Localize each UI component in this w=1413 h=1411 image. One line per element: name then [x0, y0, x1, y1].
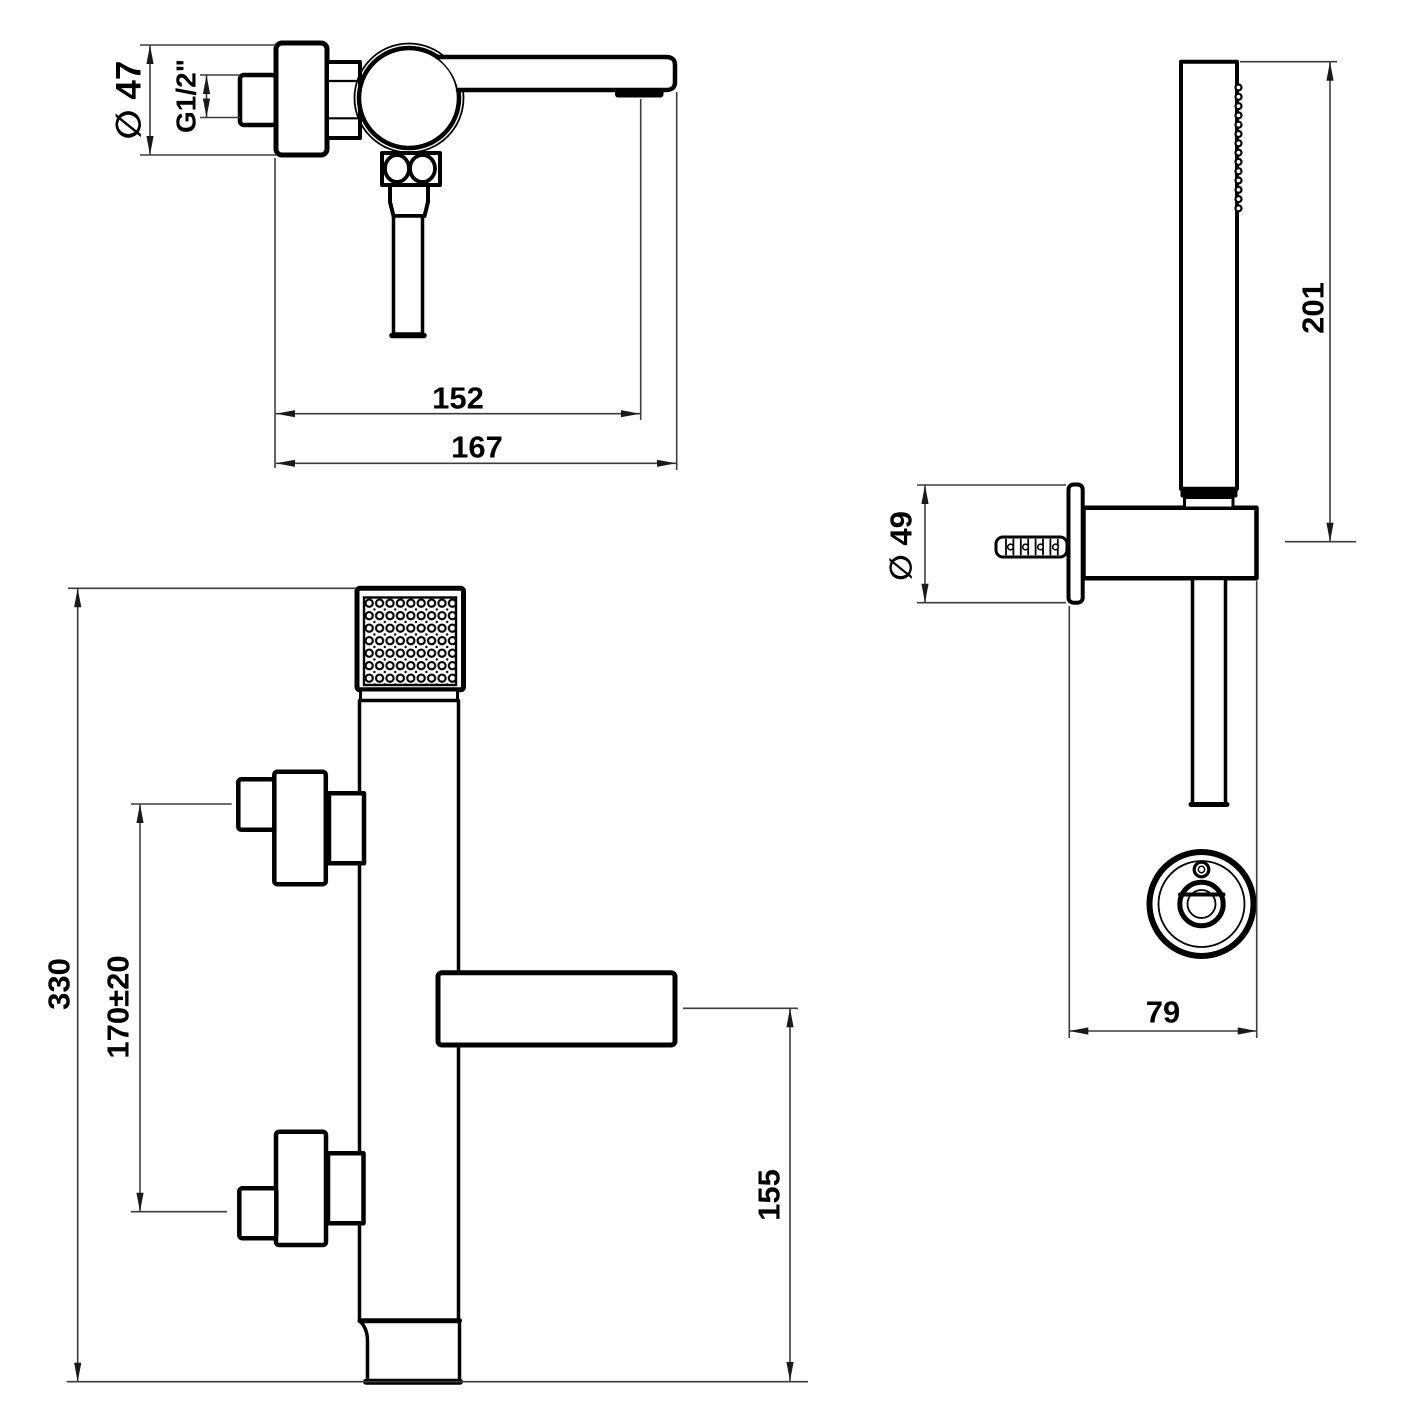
- dim-label-total-height: 330: [42, 958, 77, 1010]
- dim-inlet-spacing: 170±20: [101, 803, 232, 1213]
- view-handshower-holder-side: 201 ∅ 49 79: [884, 59, 1356, 1038]
- dim-label-wall-depth: 79: [1146, 995, 1180, 1030]
- holder-wall-flange: [1066, 482, 1085, 605]
- hose-outlet-pin: [1192, 860, 1211, 879]
- inlet-valve-bottom: [237, 1129, 366, 1248]
- view-mixer-front: 330 170±20 155: [42, 585, 808, 1385]
- inlet-nipple: [237, 72, 279, 128]
- check-valve-block: [380, 151, 442, 187]
- check-valve-right: [408, 153, 437, 184]
- inlet-valve-bottom-nipple: [237, 1186, 279, 1241]
- inlet-valve-bottom-body: [273, 1129, 329, 1248]
- dim-label-reach-to-outlet: 152: [432, 381, 484, 416]
- dim-bottom-to-bracket: 155: [683, 1007, 798, 1381]
- spout-aerator: [615, 89, 664, 98]
- hose-stem: [1190, 576, 1228, 807]
- view-bath-spout-side: ∅ 47 G1/2" 152 167: [110, 40, 678, 470]
- dim-flange-diameter: ∅ 47: [110, 44, 276, 156]
- handset-tip: [1183, 496, 1235, 510]
- dim-handset-length: 201: [1240, 60, 1356, 543]
- wall-flange: [273, 40, 330, 158]
- handshower-spray-face: [362, 596, 458, 687]
- inlet-valve-top-body: [272, 769, 329, 887]
- dim-label-reach-total: 167: [451, 430, 503, 465]
- bottom-cap: [357, 1318, 463, 1385]
- dim-inlet-thread: G1/2": [171, 59, 240, 133]
- dim-wall-depth: 79: [1068, 581, 1258, 1038]
- dim-total-height: 330: [42, 587, 808, 1383]
- dim-label-bottom-to-bracket: 155: [752, 1169, 787, 1221]
- spout: [434, 54, 678, 93]
- dim-bracket-diameter: ∅ 49: [884, 484, 1066, 604]
- dim-label-flange-diameter: ∅ 47: [110, 61, 149, 140]
- lever-handle: [391, 214, 425, 336]
- handset-body: [1179, 59, 1239, 491]
- handset-spray-nozzles: [1234, 83, 1243, 213]
- dim-label-inlet-spacing: 170±20: [101, 955, 136, 1058]
- holder-body: [1081, 505, 1259, 581]
- inlet-valve-top-collar: [326, 791, 367, 866]
- dim-label-inlet-thread: G1/2": [171, 59, 202, 133]
- wall-bracket-shelf: [435, 970, 678, 1048]
- inlet-valve-top-nipple: [236, 777, 277, 833]
- dim-label-handset-length: 201: [1296, 282, 1331, 334]
- hose-outlet-end: [1146, 849, 1257, 959]
- check-valve-left: [383, 153, 411, 184]
- inlet-valve-bottom-collar: [325, 1151, 366, 1226]
- dim-label-bracket-diameter: ∅ 49: [884, 511, 919, 581]
- lever-connector: [388, 183, 430, 218]
- dim-spout-reach: 152 167: [274, 92, 678, 470]
- holder-threaded-rod: [994, 535, 1069, 559]
- inlet-valve-top: [236, 769, 367, 887]
- valve-body-circle: [356, 45, 462, 151]
- hose-outlet-inner: [1177, 879, 1226, 929]
